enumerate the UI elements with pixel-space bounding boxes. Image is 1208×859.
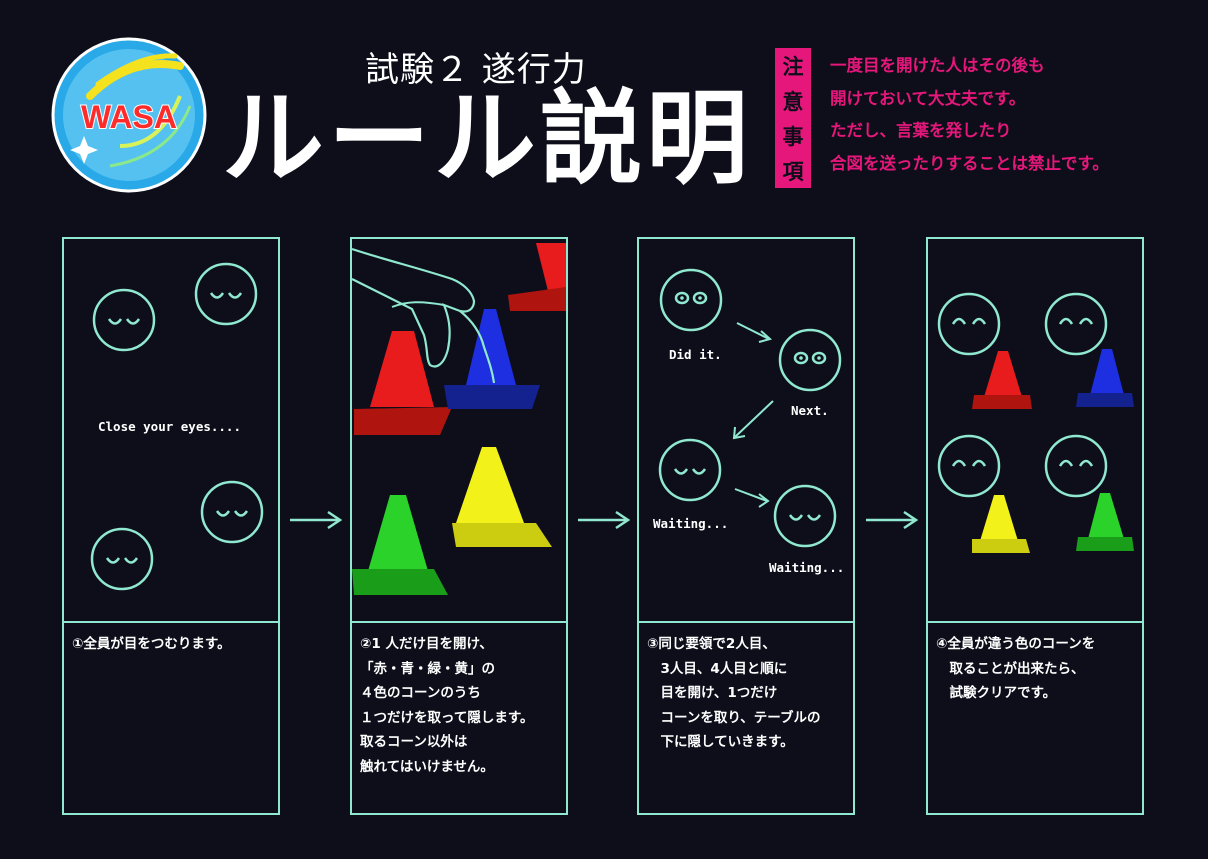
step-3-line: コーンを取り、テーブルの xyxy=(647,709,821,726)
close-eyes-caption: Close your eyes.... xyxy=(98,419,241,434)
step-2-line: 触れてはいけません。 xyxy=(360,758,494,775)
happy-face-icon xyxy=(937,434,1001,498)
caution-line: 一度目を開けた人はその後も xyxy=(830,56,1045,75)
step-4-line: 試験クリアです。 xyxy=(936,685,1057,701)
step-2-illustration xyxy=(352,243,566,595)
step-3-line: 下に隠していきます。 xyxy=(647,734,794,750)
panel-divider xyxy=(64,621,278,623)
caution-line: ただし、言葉を発したり xyxy=(830,121,1012,140)
waiting-label: Waiting... xyxy=(653,516,729,531)
happy-face-icon xyxy=(937,292,1001,356)
did-it-label: Did it. xyxy=(669,347,722,362)
subtitle: 試験２ 遂行力 xyxy=(365,50,587,90)
step-2-line: 取るコーン以外は xyxy=(360,734,468,750)
step-2-line: 「赤・青・緑・黄」の xyxy=(360,660,495,677)
happy-face-icon xyxy=(1044,292,1108,356)
step-4-line: ④全員が違う色のコーンを xyxy=(936,636,1096,652)
red-cone-icon xyxy=(972,351,1032,409)
closed-eyes-face-icon xyxy=(194,262,258,326)
arrow-right-icon xyxy=(866,510,919,530)
step-2-description: ②1 人だけ目を開け、 「赤・青・緑・黄」の ４色のコーンのうち １つだけを取っ… xyxy=(360,632,566,779)
closed-eyes-face-icon xyxy=(92,288,156,352)
step-panel-4: ④全員が違う色のコーンを 取ることが出来たら、 試験クリアです。 xyxy=(926,237,1144,815)
red-cone-icon xyxy=(354,331,452,435)
step-panel-2: ②1 人だけ目を開け、 「赤・青・緑・黄」の ４色のコーンのうち １つだけを取っ… xyxy=(350,237,568,815)
step-4-illustration xyxy=(937,292,1134,553)
arrow-right-icon xyxy=(290,510,343,530)
hand-icon xyxy=(352,247,476,368)
step-4-description: ④全員が違う色のコーンを 取ることが出来たら、 試験クリアです。 xyxy=(936,632,1142,706)
flow-arrow-icon xyxy=(732,322,774,508)
step-2-line: ②1 人だけ目を開け、 xyxy=(360,636,493,652)
closed-eyes-face-icon xyxy=(773,484,837,548)
open-eyes-face-icon xyxy=(659,268,723,332)
step-panel-3: Did it. Next. Waiting... Waiting... ③同じ要… xyxy=(637,237,855,815)
red-cone-icon xyxy=(508,243,566,311)
step-1-description: ①全員が目をつむります。 xyxy=(72,632,278,657)
caution-char: 意 xyxy=(782,89,804,114)
caution-label: 注 意 事 項 xyxy=(775,48,811,188)
waiting-label: Waiting... xyxy=(769,560,845,575)
step-1-line: ①全員が目をつむります。 xyxy=(72,636,231,652)
happy-face-icon xyxy=(1044,434,1108,498)
open-eyes-face-icon xyxy=(778,328,842,392)
page-title: ルール説明 xyxy=(222,80,752,199)
caution-char: 事 xyxy=(782,124,804,149)
step-3-illustration xyxy=(658,268,842,548)
step-2-line: ４色のコーンのうち xyxy=(360,685,481,701)
yellow-cone-icon xyxy=(972,495,1030,553)
caution-char: 注 xyxy=(782,54,804,79)
step-3-description: ③同じ要領で2人目、 3人目、4人目と順に 目を開け、1つだけ コーンを取り、テ… xyxy=(647,632,853,755)
step-panel-1: Close your eyes.... ①全員が目をつむります。 xyxy=(62,237,280,815)
next-label: Next. xyxy=(791,403,829,418)
wasa-logo: WASA xyxy=(51,37,207,193)
panel-divider xyxy=(639,621,853,623)
step-4-line: 取ることが出来たら、 xyxy=(936,660,1085,677)
closed-eyes-face-icon xyxy=(200,480,264,544)
caution-line: 開けておいて大丈夫です。 xyxy=(830,88,1026,108)
panel-divider xyxy=(352,621,566,623)
step-2-line: １つだけを取って隠します。 xyxy=(360,709,534,726)
green-cone-icon xyxy=(1076,493,1134,551)
closed-eyes-face-icon xyxy=(90,527,154,591)
step-3-line: 3人目、4人目と順に xyxy=(647,660,788,677)
blue-cone-icon xyxy=(1076,349,1134,407)
caution-line: 合図を送ったりすることは禁止です。 xyxy=(830,153,1109,173)
step-3-line: ③同じ要領で2人目、 xyxy=(647,636,776,652)
caution-char: 項 xyxy=(782,159,804,184)
caution-text: 一度目を開けた人はその後も 開けておいて大丈夫です。 ただし、言葉を発したり 合… xyxy=(830,50,1200,180)
logo-text: WASA xyxy=(81,99,177,135)
panel-divider xyxy=(928,621,1142,623)
green-cone-icon xyxy=(352,495,448,595)
yellow-cone-icon xyxy=(452,447,552,547)
blue-cone-icon xyxy=(444,309,540,409)
step-3-line: 目を開け、1つだけ xyxy=(647,685,778,701)
arrow-right-icon xyxy=(578,510,631,530)
closed-eyes-face-icon xyxy=(658,438,722,502)
